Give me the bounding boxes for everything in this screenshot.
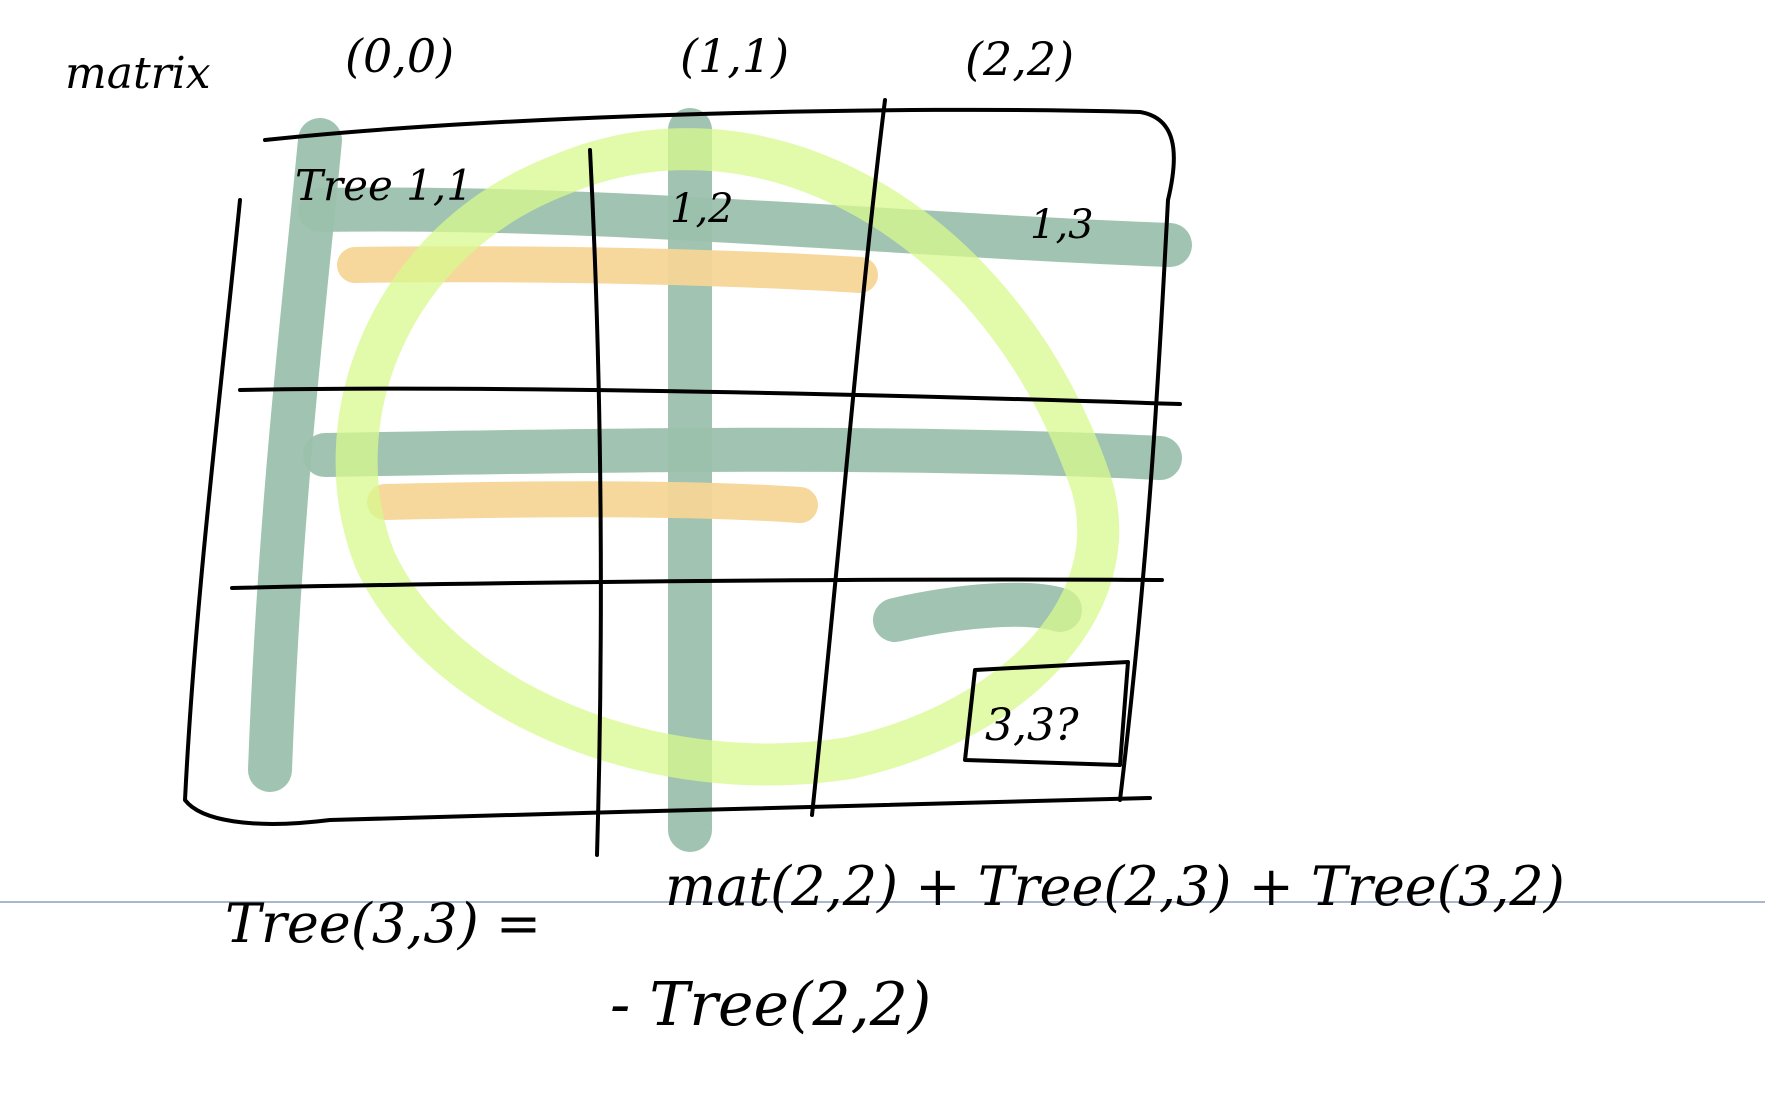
coord-22-label: (2,2): [965, 32, 1074, 86]
formula-lhs: Tree(3,3) =: [225, 892, 541, 955]
cell-11-label: Tree 1,1: [295, 161, 473, 210]
formula-rhs-line1: mat(2,2) + Tree(2,3) + Tree(3,2): [665, 855, 1565, 918]
highlight-row-3: [873, 582, 1082, 642]
grid-line-v2: [810, 98, 887, 817]
highlight-circle: [335, 128, 1120, 786]
highlight-orange-2: [367, 481, 818, 523]
matrix-label: matrix: [65, 48, 211, 99]
highlight-row-1: [298, 187, 1192, 267]
formula-rhs-line2: - Tree(2,2): [610, 970, 931, 1040]
grid-line-v1: [588, 148, 603, 857]
cell-33-label: 3,3?: [985, 700, 1079, 751]
matrix-grid: [183, 98, 1182, 857]
highlight-row-2: [303, 427, 1182, 480]
coord-11-label: (1,1): [680, 29, 789, 83]
grid-line-h2: [230, 577, 1164, 590]
grid-border-left-bottom: [183, 198, 1152, 826]
grid-line-h1: [238, 386, 1182, 406]
coord-00-label: (0,0): [345, 29, 454, 83]
cell-13-label: 1,3: [1030, 202, 1094, 248]
cell-33-box: [963, 660, 1130, 767]
cell-12-label: 1,2: [670, 186, 734, 232]
grid-border-top-right: [263, 107, 1176, 802]
